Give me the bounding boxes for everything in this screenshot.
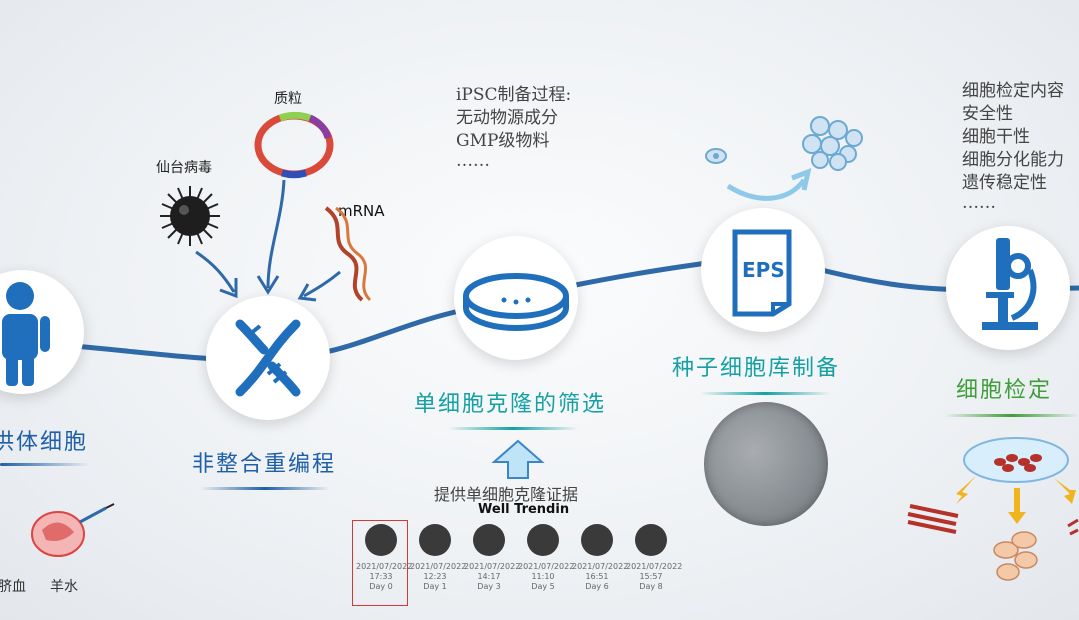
- screen-node: [454, 236, 578, 360]
- differentiation-icon: [907, 437, 1079, 581]
- cell-colony-micrograph: [704, 402, 828, 526]
- vector-arrows: [195, 179, 341, 302]
- virus-label: 仙台病毒: [156, 160, 212, 176]
- stage-title-bank: 种子细胞库制备: [672, 356, 841, 381]
- ipsc-note-1: 无动物源成分: [456, 108, 558, 128]
- well-thumbnail: 2021/07/2022 11:10 Day 5: [518, 524, 575, 592]
- well-thumbnail: 2021/07/2022 14:17 Day 3: [464, 524, 521, 592]
- well-thumbnail: 2021/07/2022 16:51 Day 6: [572, 524, 629, 592]
- mrna-label: mRNA: [338, 202, 385, 220]
- clone-proof-text: 提供单细胞克隆证据: [434, 485, 579, 504]
- well-caption: 2021/07/2022 16:51 Day 6: [572, 562, 629, 591]
- ipsc-note-2: GMP级物料: [456, 131, 550, 151]
- qc-underline: [944, 414, 1079, 417]
- screen-underline: [448, 427, 578, 430]
- up-arrow-icon: [491, 439, 545, 479]
- well-thumbnail: 2021/07/2022 17:33 Day 0: [356, 524, 413, 592]
- qc-note-3: 细胞分化能力: [962, 150, 1064, 170]
- qc-note-2: 细胞干性: [962, 127, 1030, 147]
- well-caption: 2021/07/2022 11:10 Day 5: [518, 562, 575, 591]
- eps-document-icon: [732, 229, 792, 317]
- mrna-icon: [324, 206, 372, 302]
- well-image: [365, 524, 397, 556]
- stage-title-reprog: 非整合重编程: [192, 452, 337, 477]
- qc-note-5: ……: [962, 193, 996, 213]
- microscope-icon: [982, 238, 1038, 330]
- well-image: [635, 524, 667, 556]
- sendai-virus-icon: [160, 186, 220, 246]
- well-highlight-frame: [352, 520, 408, 606]
- qc-note-4: 遗传稳定性: [962, 173, 1047, 193]
- plasmid-label: 质粒: [274, 91, 302, 107]
- ipsc-note-3: ……: [456, 151, 490, 171]
- stage-title-donor: 供体细胞: [0, 430, 89, 455]
- bank-node: EPS: [701, 208, 825, 332]
- well-caption: 2021/07/2022 17:33 Day 0: [356, 562, 413, 591]
- well-caption: 2021/07/2022 12:23 Day 1: [410, 562, 467, 591]
- petri-dish-icon: [463, 273, 569, 331]
- well-image: [419, 524, 451, 556]
- reprog-underline: [200, 487, 330, 490]
- well-caption: 2021/07/2022 14:17 Day 3: [464, 562, 521, 591]
- well-thumbnail: 2021/07/2022 12:23 Day 1: [410, 524, 467, 592]
- well-image: [473, 524, 505, 556]
- qc-node: [946, 226, 1070, 350]
- reprog-node: [206, 296, 330, 420]
- person-icon: [2, 282, 50, 386]
- donor-underline: [0, 463, 90, 466]
- well-image: [527, 524, 559, 556]
- dna-icon: [235, 319, 301, 397]
- plasmid-icon: [254, 111, 334, 179]
- stage-title-qc: 细胞检定: [956, 378, 1053, 403]
- stage-title-screen: 单细胞克隆的筛选: [414, 392, 607, 417]
- bank-underline: [700, 392, 830, 395]
- donor-source-cord-blood: 脐血: [0, 579, 26, 595]
- donor-node: [0, 270, 84, 394]
- qc-notes-heading: 细胞检定内容: [962, 81, 1064, 101]
- well-caption: 2021/07/2022 15:57 Day 8: [626, 562, 683, 591]
- eps-label: EPS: [742, 258, 785, 282]
- well-trend-title: Well Trendin: [478, 502, 570, 517]
- donor-source-amniotic: 羊水: [50, 579, 78, 595]
- cell-expansion-icon: [705, 116, 863, 201]
- placenta-icon: [31, 503, 115, 557]
- ipsc-notes-heading: iPSC制备过程:: [456, 85, 572, 105]
- qc-note-1: 安全性: [962, 104, 1013, 124]
- well-image: [581, 524, 613, 556]
- well-thumbnail: 2021/07/2022 15:57 Day 8: [626, 524, 683, 592]
